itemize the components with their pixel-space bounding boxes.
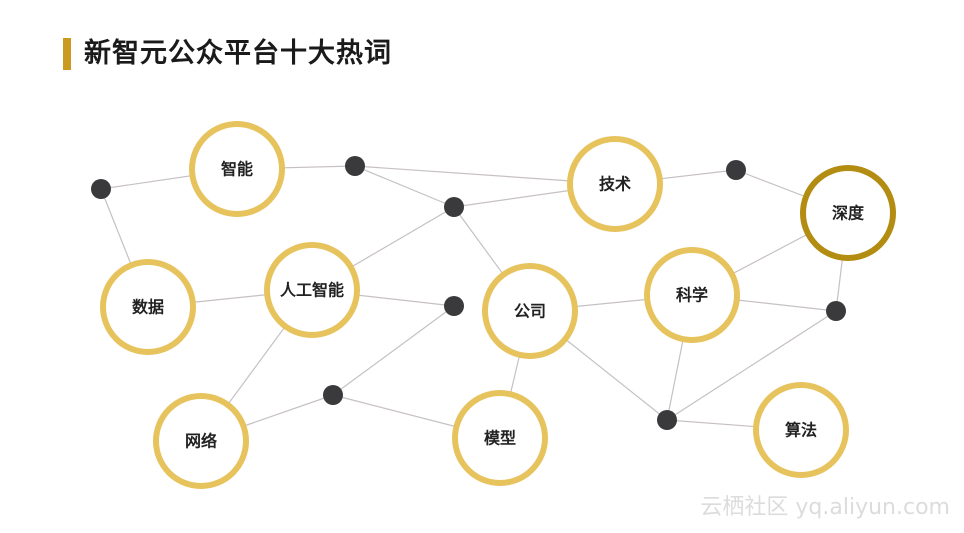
keyword-label-suanfa: 算法 — [785, 421, 817, 440]
keyword-label-wangluo: 网络 — [185, 432, 217, 451]
keyword-node-rengong: 人工智能 — [264, 242, 360, 338]
keyword-node-wangluo: 网络 — [153, 393, 249, 489]
keyword-label-moxing: 模型 — [484, 429, 516, 448]
hub-dot-h4 — [444, 296, 464, 316]
keyword-node-suanfa: 算法 — [753, 382, 849, 478]
page-title: 新智元公众平台十大热词 — [84, 38, 392, 69]
hub-dot-h7 — [826, 301, 846, 321]
hub-dot-h6 — [323, 385, 343, 405]
hub-dot-h2 — [345, 156, 365, 176]
edge-h4-h6 — [332, 305, 455, 396]
keyword-label-shuju: 数据 — [132, 298, 164, 317]
keyword-ring-zhineng — [189, 121, 285, 217]
keyword-label-jishu: 技术 — [599, 175, 631, 194]
title-accent-bar — [63, 38, 71, 70]
keyword-ring-shendu — [800, 165, 896, 261]
hub-dot-h1 — [91, 179, 111, 199]
hub-dot-h3 — [444, 197, 464, 217]
edge-h2-h3 — [354, 165, 455, 208]
hub-dot-h8 — [657, 410, 677, 430]
keyword-ring-wangluo — [153, 393, 249, 489]
hubs-layer — [91, 156, 846, 430]
keyword-node-kexue: 科学 — [644, 247, 740, 343]
keyword-node-shendu: 深度 — [800, 165, 896, 261]
keyword-label-kexue: 科学 — [676, 286, 708, 305]
keyword-label-gongsi: 公司 — [514, 302, 546, 321]
keyword-ring-suanfa — [753, 382, 849, 478]
keyword-node-moxing: 模型 — [452, 390, 548, 486]
keyword-ring-rengong — [264, 242, 360, 338]
keyword-node-gongsi: 公司 — [482, 263, 578, 359]
keyword-node-jishu: 技术 — [567, 136, 663, 232]
keyword-ring-shuju — [100, 259, 196, 355]
keyword-label-rengong: 人工智能 — [280, 281, 344, 300]
edge-h7-h8 — [666, 310, 837, 421]
keyword-ring-gongsi — [482, 263, 578, 359]
keyword-ring-moxing — [452, 390, 548, 486]
keyword-label-shendu: 深度 — [832, 204, 865, 223]
keyword-ring-kexue — [644, 247, 740, 343]
keyword-label-zhineng: 智能 — [221, 160, 253, 179]
keyword-ring-jishu — [567, 136, 663, 232]
keyword-node-zhineng: 智能 — [189, 121, 285, 217]
keyword-node-shuju: 数据 — [100, 259, 196, 355]
hub-dot-h5 — [726, 160, 746, 180]
watermark-text: 云栖社区 yq.aliyun.com — [700, 495, 950, 520]
